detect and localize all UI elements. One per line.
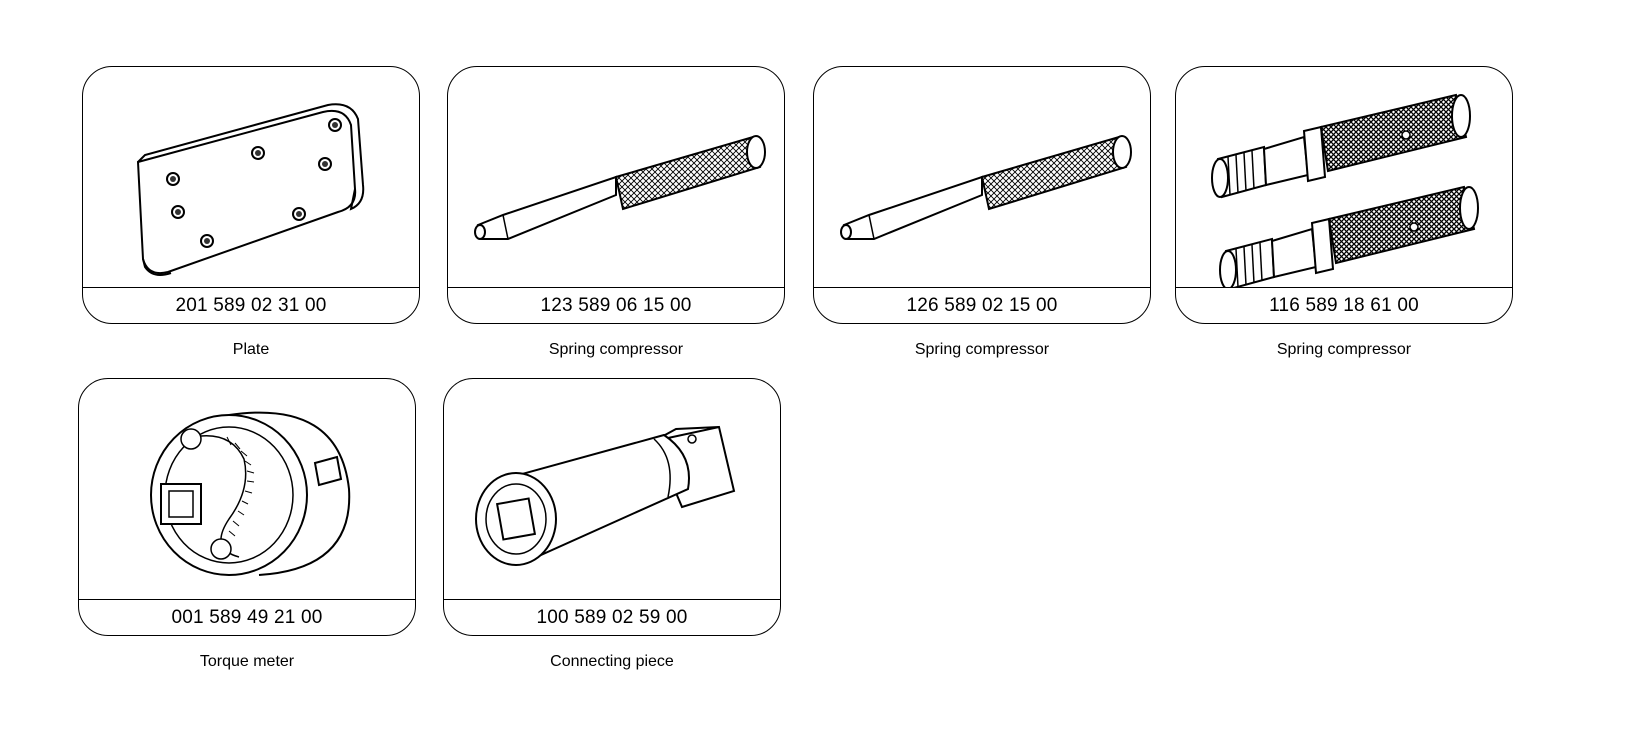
part-number: 001 589 49 21 00 (171, 607, 323, 628)
tool-card-connecting-piece: 100 589 02 59 00 (443, 378, 781, 636)
tool-card-spring-compressor-2: 126 589 02 15 00 (813, 66, 1151, 324)
tool-card-spring-compressor-3: 116 589 18 61 00 (1175, 66, 1513, 324)
tool-name: Spring compressor (914, 341, 1050, 358)
part-number: 100 589 02 59 00 (536, 607, 688, 628)
card-divider (814, 287, 1150, 288)
card-divider (1176, 287, 1512, 288)
spring-compressor-pin-icon (474, 135, 766, 240)
tool-name: Torque meter (199, 653, 295, 670)
spring-compressor-pin-icon (840, 135, 1132, 240)
torque-meter-icon (150, 411, 351, 576)
part-number: 201 589 02 31 00 (175, 295, 327, 316)
part-number: 126 589 02 15 00 (906, 295, 1058, 316)
tool-card-plate: 201 589 02 31 00 (82, 66, 420, 324)
tool-name: Spring compressor (548, 341, 684, 358)
part-number: 116 589 18 61 00 (1269, 295, 1419, 316)
tool-name: Spring compressor (1276, 341, 1412, 358)
card-divider (444, 599, 780, 600)
tool-card-spring-compressor-1: 123 589 06 15 00 (447, 66, 785, 324)
tool-name: Plate (232, 341, 270, 358)
tool-card-torque-meter: 001 589 49 21 00 (78, 378, 416, 636)
card-divider (448, 287, 784, 288)
tool-name: Connecting piece (550, 653, 674, 670)
plate-icon (136, 103, 365, 276)
part-number: 123 589 06 15 00 (540, 295, 692, 316)
card-divider (83, 287, 419, 288)
spring-compressor-pair-icon (1211, 93, 1479, 287)
connecting-piece-icon (475, 425, 736, 566)
card-divider (79, 599, 415, 600)
